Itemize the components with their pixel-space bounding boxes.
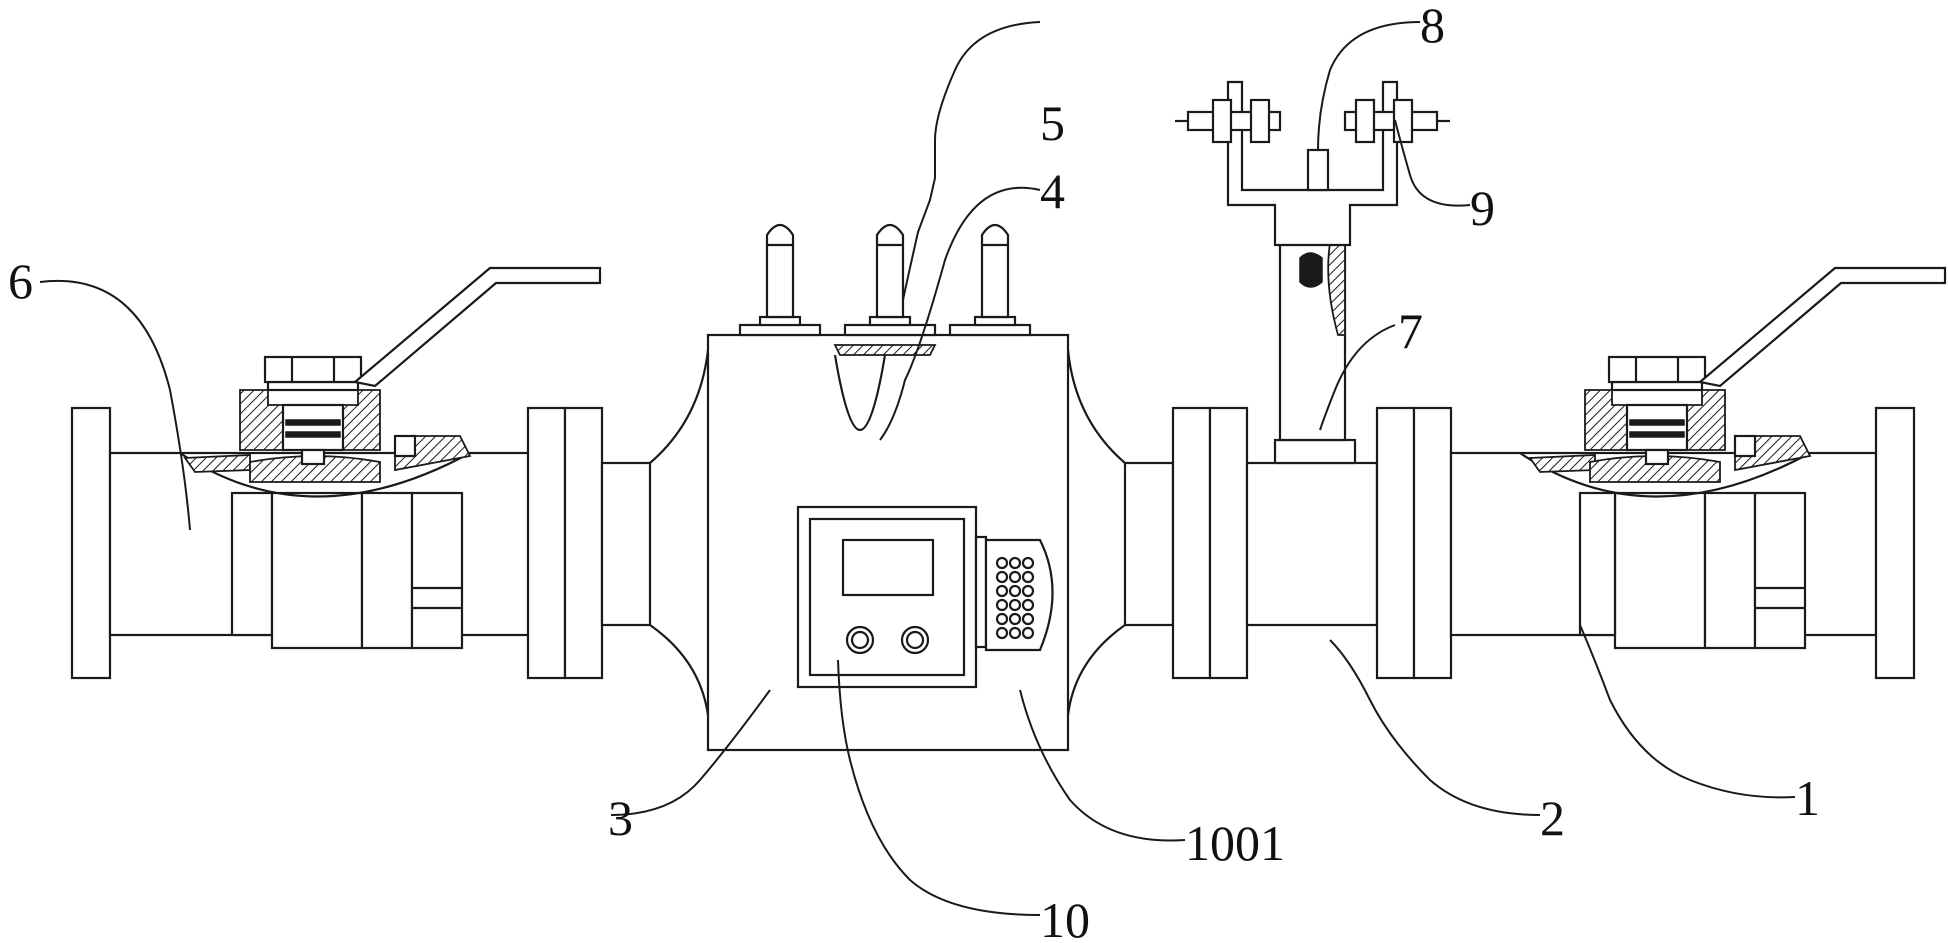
label-7: 7 [1398, 303, 1423, 359]
u-bracket [1226, 80, 1399, 247]
left-coupling [526, 406, 652, 680]
left-valve-seat [249, 455, 381, 483]
leader-3 [610, 689, 771, 816]
label-8: 8 [1420, 0, 1445, 53]
label-3: 3 [608, 790, 633, 846]
left-valve-nut [263, 355, 363, 384]
support-bracket [1175, 80, 1450, 465]
label-10: 10 [1040, 892, 1090, 943]
straight-pipe [1245, 461, 1379, 627]
sensor-probe-left [765, 223, 795, 319]
leader-1 [1579, 624, 1796, 799]
label-5: 5 [1040, 95, 1065, 151]
right-valve-nut [1607, 355, 1707, 384]
right-coupling [1123, 406, 1453, 680]
left-end-flange [70, 406, 112, 680]
right-valve-seat [1589, 455, 1721, 483]
hanger-rod [1306, 148, 1330, 192]
right-end-flange [1874, 406, 1916, 680]
label-4: 4 [1040, 163, 1065, 219]
leader-7 [1319, 324, 1396, 431]
right-valve-handle [1697, 266, 1947, 388]
left-valve [70, 266, 602, 680]
grille-holes [995, 556, 1035, 640]
label-9: 9 [1470, 180, 1495, 236]
label-6: 6 [8, 253, 33, 309]
control-knob-left [845, 625, 875, 655]
label-1001: 1001 [1185, 815, 1285, 871]
leader-2 [1329, 639, 1541, 816]
leader-8 [1317, 21, 1421, 151]
right-valve-ball-arc [1519, 452, 1811, 498]
left-valve-ball-arc [179, 452, 471, 498]
meter-cutaway [833, 354, 887, 431]
meter-body [649, 223, 1126, 752]
right-valve [1449, 266, 1947, 680]
left-valve-handle [352, 266, 602, 388]
label-2: 2 [1540, 790, 1565, 846]
control-knob-right [900, 625, 930, 655]
display-screen [841, 538, 935, 597]
leader-5 [902, 21, 1041, 301]
label-1: 1 [1795, 770, 1820, 826]
leader-10 [837, 659, 1041, 916]
callout-labels: 6 5 4 3 10 1001 7 8 9 2 1 [8, 0, 1820, 943]
leader-9 [1394, 119, 1471, 207]
leader-4 [879, 186, 1041, 441]
sensor-probe-center [875, 223, 905, 319]
leader-lines [39, 21, 1796, 916]
leader-6 [39, 279, 191, 531]
leader-1001 [1019, 689, 1186, 842]
sensor-probe-right [980, 223, 1010, 319]
